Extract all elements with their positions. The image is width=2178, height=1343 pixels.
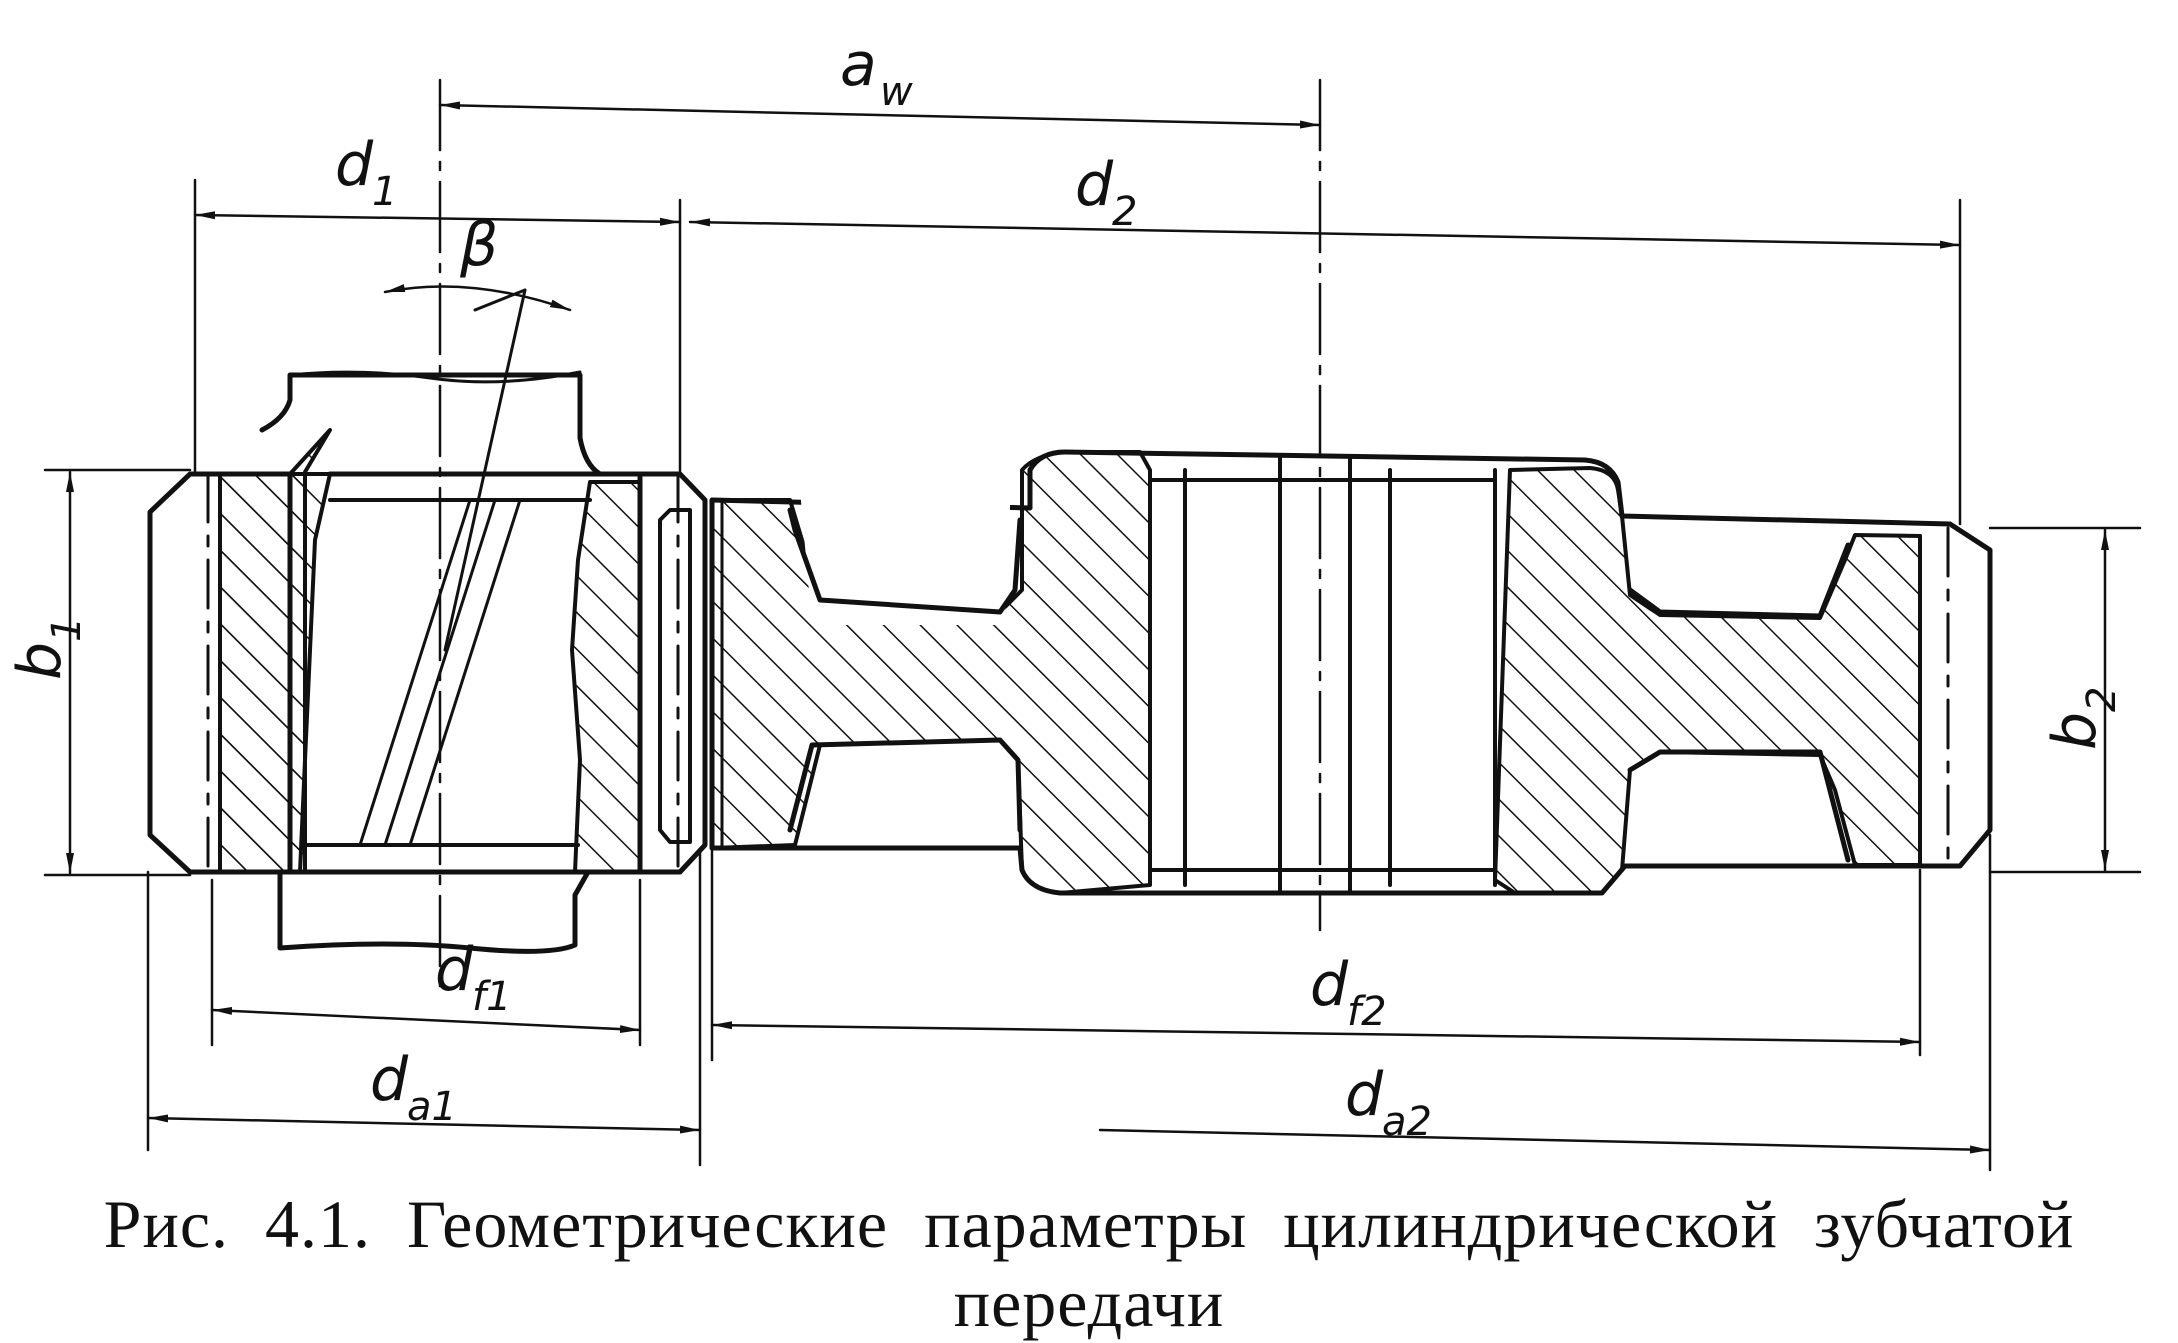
label-df1: d f1: [435, 935, 512, 1020]
svg-text:a2: a2: [1382, 1099, 1432, 1145]
svg-text:d: d: [435, 935, 474, 1005]
dim-da1: [146, 1114, 702, 1134]
svg-text:1: 1: [44, 617, 90, 642]
label-da1: d a1: [370, 1045, 457, 1130]
svg-text:d: d: [1075, 150, 1114, 220]
label-df2: d f2: [1310, 950, 1387, 1035]
wheel-gear: [709, 449, 1993, 896]
svg-text:d: d: [370, 1045, 409, 1115]
svg-text:1: 1: [372, 169, 397, 215]
label-b1: b 1: [5, 617, 90, 680]
gear-drawing: a w d 1 d 2 β b 1 b 2 d f1 d f2 d a1 d a…: [5, 30, 2142, 1172]
label-beta: β: [459, 210, 498, 280]
svg-text:2: 2: [2079, 687, 2125, 712]
svg-text:f2: f2: [1347, 989, 1387, 1035]
figure-caption: Рис. 4.1. Геометрические параметры цилин…: [103, 1186, 2075, 1341]
svg-text:b: b: [5, 642, 75, 680]
dim-df2: [710, 1021, 1922, 1046]
label-d1: d 1: [335, 130, 397, 215]
dim-da2: [1098, 1128, 1992, 1154]
dim-d2: [688, 218, 1962, 249]
label-d2: d 2: [1075, 150, 1137, 235]
label-da2: d a2: [1345, 1060, 1432, 1145]
pinion-gear: [147, 370, 708, 954]
svg-text:d: d: [1310, 950, 1349, 1020]
svg-text:d: d: [335, 130, 374, 200]
svg-text:b: b: [2040, 712, 2110, 750]
dim-d1: [193, 211, 682, 226]
svg-text:a: a: [840, 30, 877, 100]
dim-beta: [383, 284, 572, 312]
dim-aw: [438, 101, 1322, 129]
svg-text:f1: f1: [472, 974, 512, 1020]
label-aw: a w: [840, 30, 913, 115]
svg-text:a1: a1: [407, 1084, 457, 1130]
svg-text:β: β: [459, 210, 498, 280]
svg-text:2: 2: [1112, 189, 1137, 235]
dim-df1: [210, 1006, 642, 1034]
svg-text:w: w: [880, 69, 913, 115]
label-b2: b 2: [2040, 687, 2125, 750]
svg-text:d: d: [1345, 1060, 1384, 1130]
